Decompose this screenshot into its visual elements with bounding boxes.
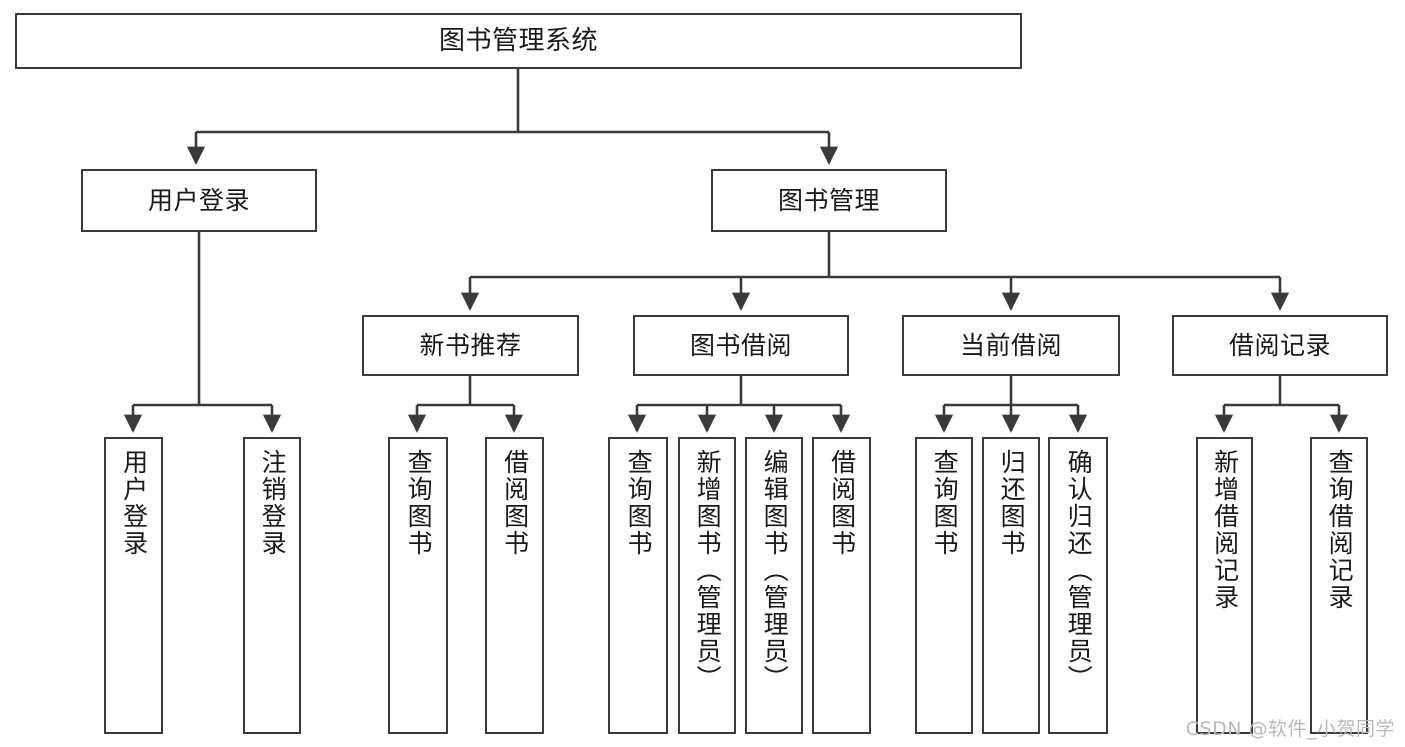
leaf-record-query[interactable]: 查询借阅记录 — [1310, 437, 1368, 734]
node-label: 查询图书 — [930, 449, 960, 557]
node-label: 当前借阅 — [959, 330, 1062, 360]
leaf-current-confirm-return-admin[interactable]: 确认归还（管理员） — [1048, 437, 1108, 734]
node-label: 查询借阅记录 — [1325, 449, 1355, 611]
node-label: 查询图书 — [624, 449, 654, 557]
node-label: 借阅图书 — [500, 449, 530, 557]
node-label: 查询图书 — [404, 449, 434, 557]
leaf-logout[interactable]: 注销登录 — [243, 437, 301, 734]
leaf-current-query-book[interactable]: 查询图书 — [915, 437, 973, 734]
node-new-book-recommend[interactable]: 新书推荐 — [362, 315, 579, 376]
node-book-borrow[interactable]: 图书借阅 — [633, 315, 849, 376]
node-book-management[interactable]: 图书管理 — [711, 169, 947, 232]
node-label: 归还图书 — [997, 449, 1027, 557]
node-label: 借阅记录 — [1228, 330, 1331, 360]
watermark: CSDN @软件_小贺同学 — [1185, 718, 1395, 740]
leaf-borrow-query-book[interactable]: 查询图书 — [608, 437, 668, 734]
leaf-borrow-edit-book-admin[interactable]: 编辑图书（管理员） — [745, 437, 803, 734]
node-label: 用户登录 — [119, 449, 149, 557]
node-label: 用户登录 — [147, 185, 250, 215]
leaf-record-add[interactable]: 新增借阅记录 — [1196, 437, 1253, 734]
node-label: 注销登录 — [258, 449, 288, 557]
leaf-user-login[interactable]: 用户登录 — [104, 437, 163, 734]
leaf-newbook-query-book[interactable]: 查询图书 — [388, 437, 448, 734]
node-label: 新书推荐 — [419, 330, 522, 360]
node-label: 新增借阅记录 — [1210, 449, 1240, 611]
node-label: 图书管理系统 — [438, 25, 598, 56]
leaf-newbook-borrow-book[interactable]: 借阅图书 — [485, 437, 544, 734]
node-label: 图书管理 — [777, 185, 880, 215]
node-label: 新增图书（管理员） — [693, 449, 723, 692]
leaf-borrow-borrow-book[interactable]: 借阅图书 — [812, 437, 871, 734]
node-current-borrow[interactable]: 当前借阅 — [902, 315, 1120, 376]
node-label: 编辑图书（管理员） — [760, 449, 790, 692]
node-root-system[interactable]: 图书管理系统 — [15, 13, 1022, 69]
node-label: 确认归还（管理员） — [1064, 449, 1094, 692]
node-label: 借阅图书 — [827, 449, 857, 557]
leaf-current-return-book[interactable]: 归还图书 — [982, 437, 1040, 734]
node-user-login[interactable]: 用户登录 — [81, 169, 317, 232]
leaf-borrow-add-book-admin[interactable]: 新增图书（管理员） — [678, 437, 736, 734]
node-label: 图书借阅 — [689, 330, 792, 360]
node-borrow-record[interactable]: 借阅记录 — [1172, 315, 1388, 376]
